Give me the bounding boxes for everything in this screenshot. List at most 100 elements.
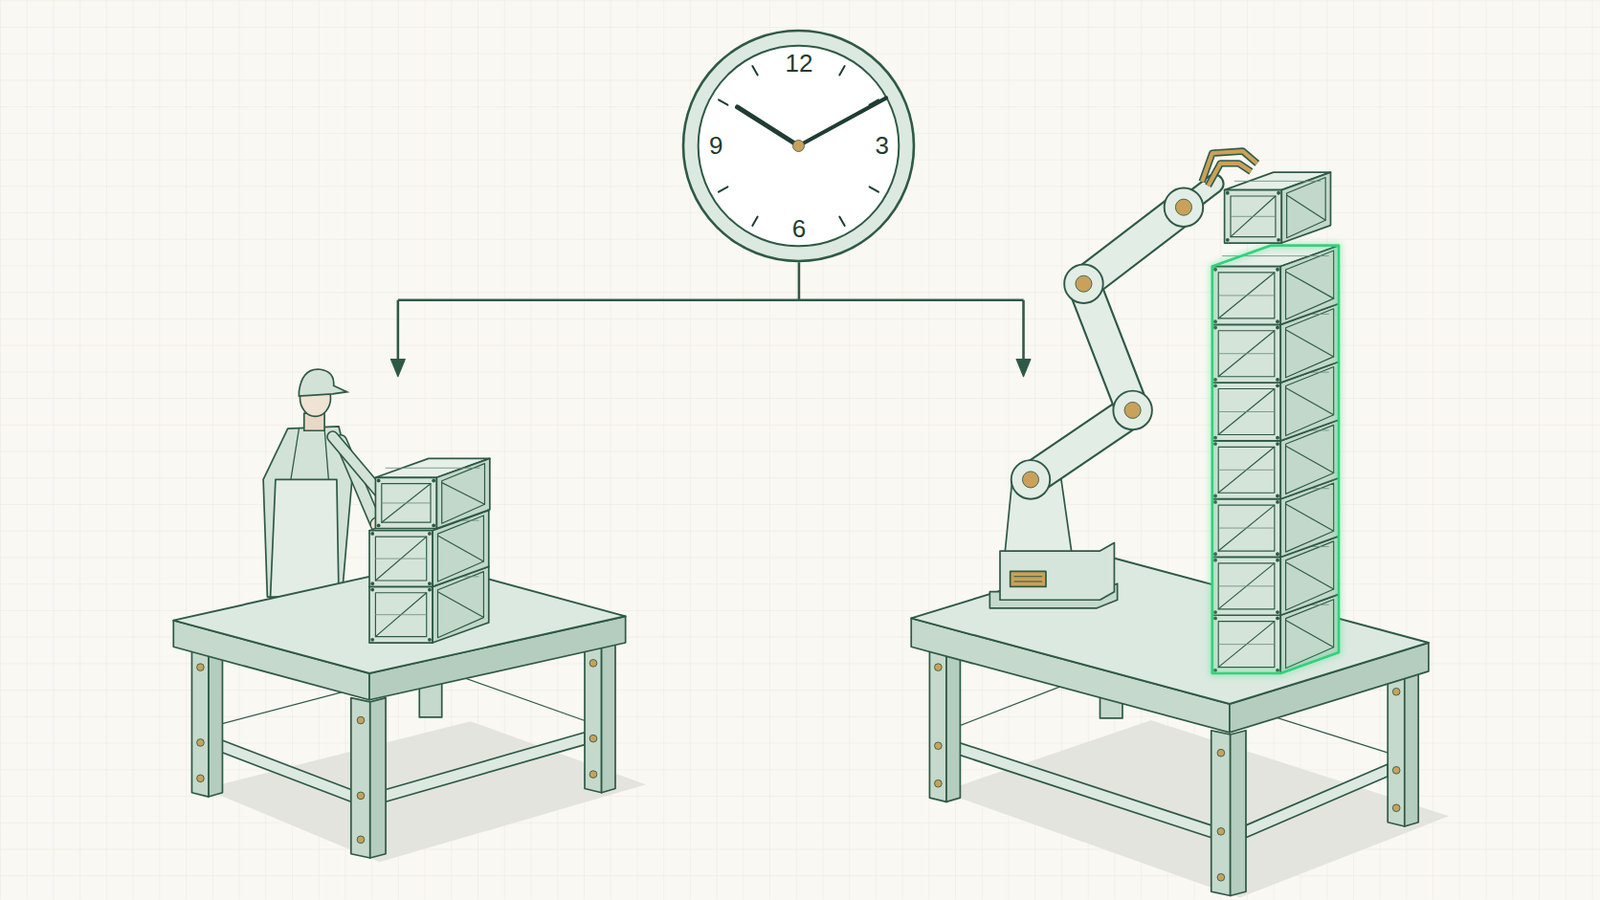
clock-center bbox=[793, 139, 805, 152]
joint-cap bbox=[1175, 199, 1192, 216]
table-leg bbox=[1211, 731, 1231, 897]
worker-cap bbox=[298, 369, 347, 397]
crate-bolt bbox=[427, 532, 432, 536]
crate-brace bbox=[375, 593, 426, 638]
crate-plank bbox=[1218, 585, 1275, 587]
table-rail bbox=[950, 739, 1212, 838]
bolt bbox=[356, 836, 365, 845]
robot-joint bbox=[1064, 264, 1104, 304]
bolt bbox=[934, 742, 943, 751]
robot-plate bbox=[1010, 571, 1046, 587]
crate-bolt bbox=[427, 581, 432, 586]
robot-joint bbox=[1164, 187, 1204, 227]
clock-tick bbox=[869, 186, 879, 192]
crate-brace bbox=[1286, 562, 1334, 590]
crate-bolt bbox=[1275, 552, 1280, 556]
crate-bolt bbox=[1275, 500, 1280, 505]
clock-number: 12 bbox=[784, 50, 813, 76]
clock-tick bbox=[840, 66, 845, 75]
crate-brace bbox=[437, 592, 484, 619]
crate-brace bbox=[1287, 195, 1327, 221]
highlight-glow bbox=[1212, 245, 1339, 674]
table-leg bbox=[584, 641, 602, 794]
crate-bolt bbox=[431, 523, 436, 528]
crate-plank bbox=[1218, 353, 1275, 355]
robot-link bbox=[1083, 284, 1133, 411]
crate-plank bbox=[1234, 180, 1321, 182]
work-table bbox=[911, 556, 1449, 898]
robot-link bbox=[1083, 284, 1133, 411]
table-rail bbox=[212, 736, 352, 802]
clock-arrows bbox=[390, 262, 1031, 377]
crate-brace bbox=[375, 536, 426, 581]
table-leg bbox=[946, 644, 960, 802]
crate-plank bbox=[1218, 294, 1275, 296]
crate-side bbox=[1281, 172, 1331, 244]
table-shadow bbox=[941, 720, 1449, 899]
crate-bolt bbox=[1275, 558, 1280, 563]
crate-frame bbox=[375, 593, 426, 638]
table-leg bbox=[929, 644, 947, 802]
table-leg bbox=[1387, 669, 1405, 827]
bolt bbox=[589, 660, 598, 668]
bolt bbox=[356, 716, 365, 725]
clock-number: 6 bbox=[792, 216, 806, 242]
clock-tick bbox=[753, 66, 758, 75]
crate-bolt bbox=[1275, 267, 1280, 272]
crate-front bbox=[1212, 266, 1281, 326]
crate-front bbox=[375, 477, 437, 529]
crate-brace bbox=[1286, 445, 1334, 473]
arrow-head bbox=[390, 359, 405, 378]
bolt bbox=[934, 664, 943, 672]
work-table bbox=[173, 563, 646, 863]
crate-front bbox=[369, 531, 433, 588]
bolt bbox=[1392, 804, 1400, 813]
crate-front bbox=[1212, 441, 1281, 500]
crate-bolt bbox=[1275, 610, 1280, 615]
crate-plank bbox=[381, 502, 431, 504]
crate-brace bbox=[437, 535, 484, 562]
table-shadow bbox=[203, 721, 646, 863]
crate-frame bbox=[1218, 622, 1275, 668]
crate-bolt bbox=[1225, 238, 1230, 243]
clock-dial bbox=[698, 45, 900, 247]
crate-frame bbox=[375, 536, 426, 581]
plate-line bbox=[1014, 581, 1043, 583]
crate-bolt bbox=[1275, 319, 1280, 324]
highlight-outline bbox=[1212, 245, 1339, 674]
clock-face: 12369 bbox=[681, 28, 916, 264]
table-leg bbox=[1230, 731, 1246, 897]
crate-stack bbox=[1212, 172, 1339, 674]
bolt bbox=[356, 792, 365, 800]
crate-frame bbox=[1218, 563, 1275, 610]
clock-tick bbox=[753, 217, 758, 226]
bolt bbox=[1392, 766, 1400, 775]
crate-front bbox=[1224, 190, 1283, 244]
crate bbox=[375, 458, 489, 529]
crate-brace bbox=[1286, 387, 1334, 415]
crate-bolt bbox=[377, 523, 381, 528]
joint-cap bbox=[1124, 401, 1141, 419]
bolt bbox=[1217, 873, 1225, 882]
joint-cap bbox=[1075, 275, 1092, 292]
crate-bolt bbox=[370, 532, 375, 536]
crate-bolt bbox=[1275, 377, 1280, 382]
minute-hand bbox=[799, 97, 888, 146]
crate-frame bbox=[1287, 177, 1327, 238]
crate-brace bbox=[1218, 505, 1275, 552]
crate-plank bbox=[375, 558, 426, 560]
arrow-head bbox=[1016, 359, 1031, 378]
hour-hand bbox=[737, 107, 800, 147]
crate-frame bbox=[1218, 272, 1275, 319]
crate-plank bbox=[1230, 216, 1276, 218]
crate-plank bbox=[1218, 411, 1275, 413]
crate-bolt bbox=[1275, 442, 1280, 446]
crate-frame bbox=[442, 464, 486, 525]
crate bbox=[1224, 172, 1332, 244]
table-leg bbox=[191, 644, 209, 798]
bolt bbox=[934, 779, 943, 788]
crate-brace bbox=[1218, 389, 1275, 436]
clock-number: 3 bbox=[874, 133, 889, 158]
bolt bbox=[197, 664, 205, 672]
